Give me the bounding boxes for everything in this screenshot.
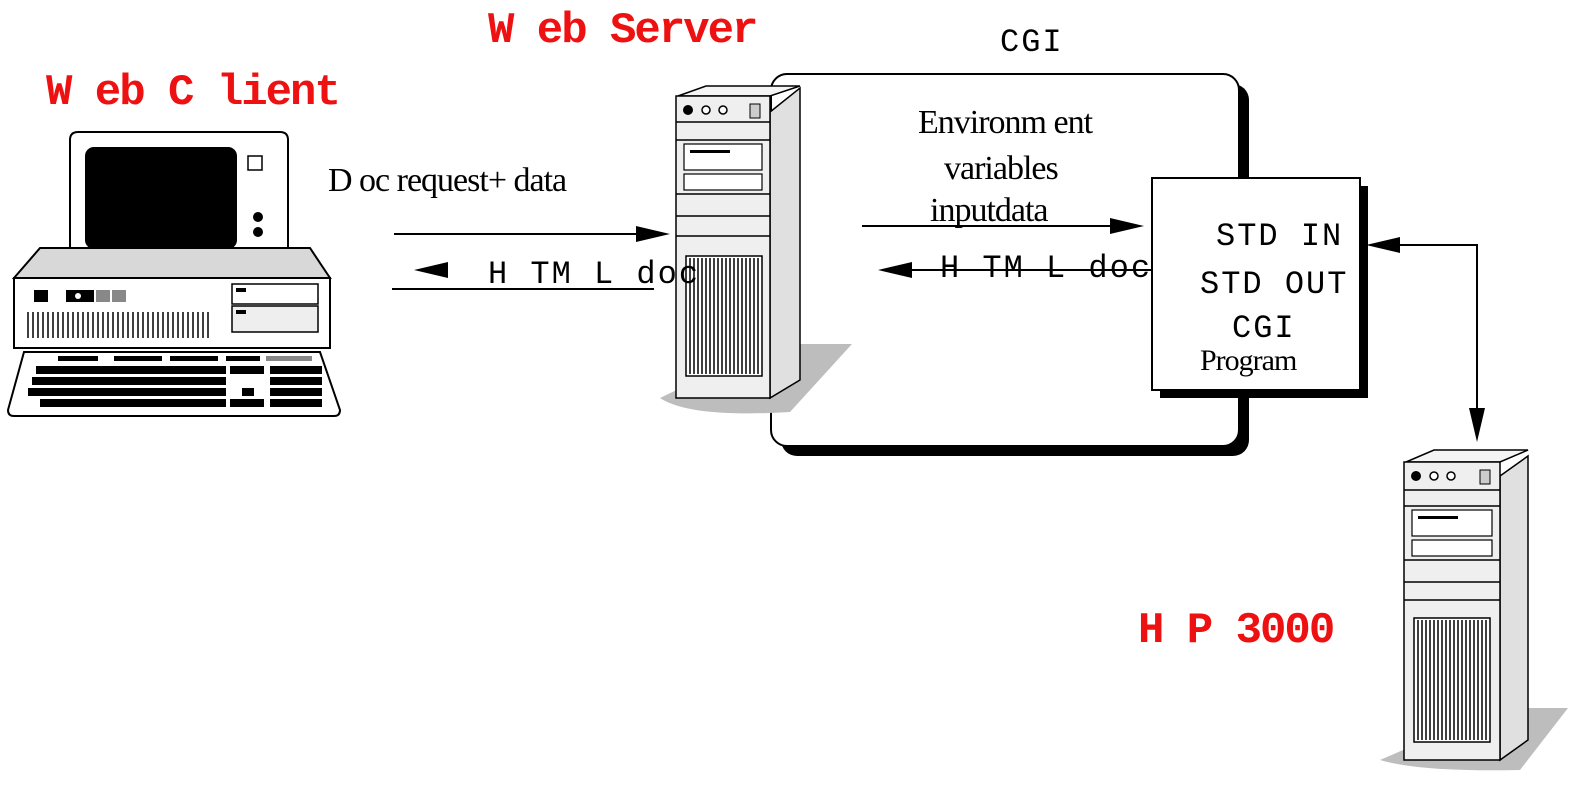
web-client-title: W eb C lient — [46, 68, 341, 118]
web-server-title: W eb Server — [488, 6, 758, 56]
env-label-line1: Environm ent — [918, 104, 1093, 141]
hp3000-link-arrow — [1366, 237, 1485, 442]
stdin-label: STD IN — [1216, 218, 1344, 255]
html-doc-label-client: H TM L doc — [488, 256, 701, 293]
cgi-response-arrow — [878, 262, 1152, 278]
response-arrow — [392, 262, 654, 290]
stdout-label: STD OUT — [1200, 266, 1349, 303]
desktop-computer-icon — [6, 131, 342, 417]
env-label-line2: variables — [944, 150, 1059, 187]
env-variables-arrow — [862, 218, 1144, 234]
hp3000-title: H P 3000 — [1138, 606, 1335, 656]
tower-server-icon — [1380, 449, 1568, 771]
cgi-program-box — [1151, 177, 1368, 398]
request-arrow — [394, 226, 670, 242]
cgi-frame-label: CGI — [1000, 24, 1064, 61]
cgi-program-label-line1: CGI — [1232, 310, 1296, 347]
tower-server-icon — [660, 85, 852, 414]
doc-request-label: D oc request+ data — [328, 162, 567, 199]
env-label-line3: inputdata — [930, 192, 1049, 229]
html-doc-label-cgi: H TM L doc — [940, 250, 1153, 287]
cgi-program-label-line2: Program — [1200, 344, 1297, 377]
